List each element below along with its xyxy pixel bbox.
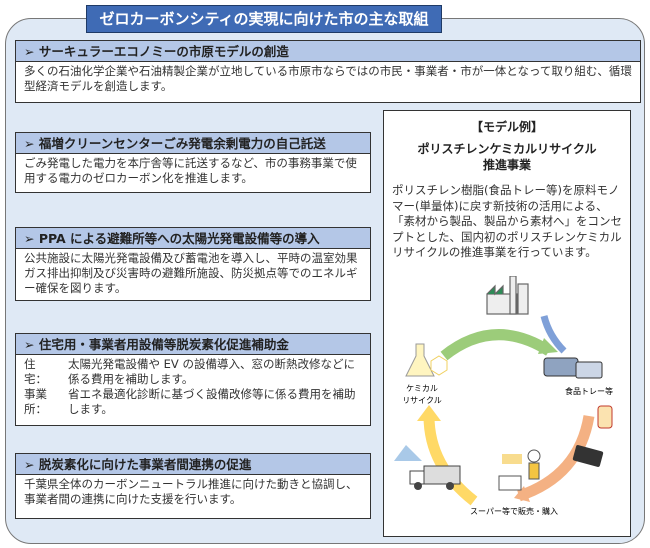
model-title: ポリスチレンケミカルリサイクル [417, 142, 597, 156]
arrow-head [538, 338, 558, 354]
model-label: 【モデル例】 [470, 120, 543, 134]
shopper-icon [498, 449, 541, 491]
section-heading: ➢ 脱炭素化に向けた事業者間連携の促進 [16, 454, 370, 475]
model-description: ポリスチレン樹脂(食品トレー等)を原料モノマー(単量体)に戻す新技術の活用による… [392, 183, 622, 259]
truck-icon [409, 465, 461, 490]
section-circular-economy: ➢ サーキュラーエコノミーの市原モデルの創造 多くの石油化学企業や石油精製企業が… [15, 40, 641, 103]
meat-tray-icon [572, 445, 604, 467]
section-business-collaboration: ➢ 脱炭素化に向けた事業者間連携の促進 千葉県全体のカーボンニュートラル推進に向… [15, 453, 371, 519]
bullet-icon: ➢ [24, 231, 35, 246]
model-example-panel: 【モデル例】 ポリスチレンケミカルリサイクル 推進事業 ポリスチレン樹脂(食品ト… [383, 110, 631, 537]
row-value: 太陽光発電設備や EV の設備導入、窓の断熱改修などに係る費用を補助します。 [68, 357, 355, 386]
heading-text: 住宅用・事業者用設備等脱炭素化促進補助金 [38, 337, 289, 352]
arrow-blue [540, 315, 567, 354]
heading-text: サーキュラーエコノミーの市原モデルの創造 [38, 44, 289, 59]
section-subsidy: ➢ 住宅用・事業者用設備等脱炭素化促進補助金 住 宅： 太陽光発電設備や EV の… [15, 333, 371, 426]
section-body: 多くの石油化学企業や石油精製企業が立地している市原市ならではの市民・事業者・市が… [24, 64, 632, 93]
factory-icon [486, 276, 529, 315]
arrow-orange [517, 414, 595, 502]
arrow-yellow [423, 415, 478, 506]
subsidy-row-business: 事業所： 省エネ最適化診断に基づく設備改修等に係る費用を補助します。 [24, 387, 362, 417]
arrow-green [440, 329, 552, 361]
section-body: 住 宅： 太陽光発電設備や EV の設備導入、窓の断熱改修などに係る費用を補助しま… [16, 355, 370, 419]
label-recycle: リサイクル [402, 396, 442, 405]
page-title: ゼロカーボンシティの実現に向けた市の主な取組 [86, 5, 442, 33]
heading-text: PPA による避難所等への太陽光発電設備等の導入 [38, 231, 320, 246]
section-body: 公共施設に太陽光発電設備及び蓄電池を導入し、平時の温室効果ガス排出抑制及び災害時… [24, 251, 358, 295]
model-title-2: 推進事業 [482, 158, 531, 172]
row-key: 住 宅： [24, 357, 47, 386]
subsidy-row-housing: 住 宅： 太陽光発電設備や EV の設備導入、窓の断熱改修などに係る費用を補助しま… [24, 357, 362, 387]
recycle-cycle-diagram: ケミカル リサイクル 食品トレー等 スーパー等で販売・購入 [394, 276, 613, 516]
section-body: 千葉県全体のカーボンニュートラル推進に向けた動きと協調し、事業者間の連携に向けた… [24, 477, 358, 506]
bullet-icon: ➢ [24, 44, 35, 59]
flask-icon [405, 343, 448, 377]
row-value: 省エネ最適化診断に基づく設備改修等に係る費用を補助します。 [68, 387, 356, 416]
bullet-icon: ➢ [24, 457, 35, 472]
label-food-tray: 食品トレー等 [565, 386, 613, 396]
section-heading: ➢ 福増クリーンセンターごみ発電余剰電力の自己託送 [16, 133, 370, 154]
pellets-icon [394, 445, 422, 461]
section-heading: ➢ 住宅用・事業者用設備等脱炭素化促進補助金 [16, 334, 370, 355]
bullet-icon: ➢ [24, 337, 35, 352]
section-heading: ➢ サーキュラーエコノミーの市原モデルの創造 [16, 41, 640, 62]
bottle-icon [597, 405, 613, 429]
heading-text: 脱炭素化に向けた事業者間連携の促進 [38, 457, 252, 472]
section-heading: ➢ PPA による避難所等への太陽光発電設備等の導入 [16, 228, 370, 249]
row-key: 事業所： [24, 387, 47, 416]
heading-text: 福増クリーンセンターごみ発電余剰電力の自己託送 [38, 136, 326, 151]
bullet-icon: ➢ [24, 136, 35, 151]
arrow-head [417, 405, 441, 421]
arrow-head [514, 486, 530, 502]
food-tray-icon [543, 357, 603, 379]
section-ppa-solar: ➢ PPA による避難所等への太陽光発電設備等の導入 公共施設に太陽光発電設備及… [15, 227, 371, 301]
section-body: ごみ発電した電力を本庁舎等に託送するなど、市の事務事業で使用する電力のゼロカーボ… [24, 156, 357, 185]
section-waste-power: ➢ 福増クリーンセンターごみ発電余剰電力の自己託送 ごみ発電した電力を本庁舎等に… [15, 132, 371, 193]
label-chemical: ケミカル [406, 384, 438, 393]
label-store: スーパー等で販売・購入 [470, 506, 558, 516]
